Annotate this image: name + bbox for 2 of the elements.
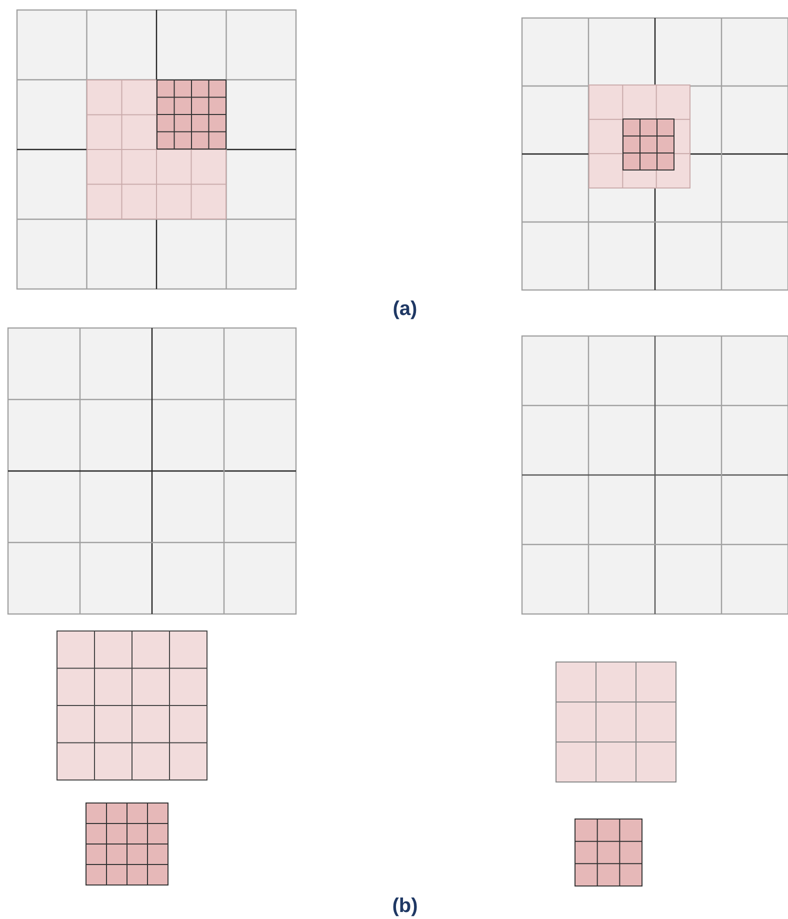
panel-label: (b)	[392, 895, 418, 918]
panel-label: (a)	[392, 298, 418, 321]
